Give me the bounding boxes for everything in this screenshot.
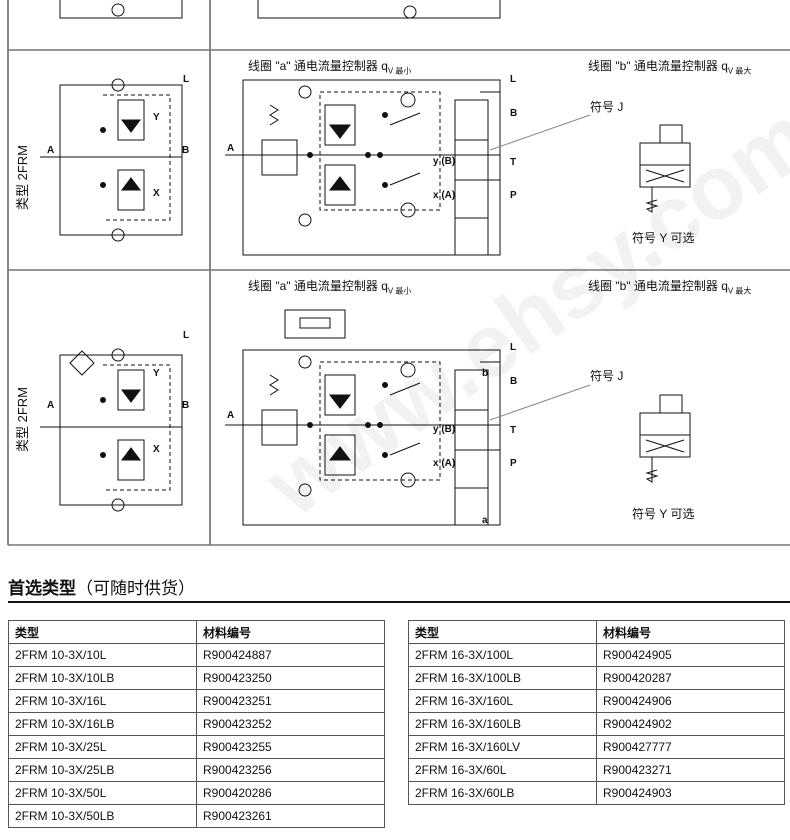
table-header-row: 类型材料编号 <box>8 620 385 644</box>
port-label: y (B) <box>433 424 456 435</box>
type-cell: 2FRM 16-3X/160L <box>408 689 597 713</box>
symbol-y-label: 符号 Y 可选 <box>632 507 695 521</box>
type-cell: 2FRM 16-3X/100L <box>408 643 597 667</box>
type-cell: 2FRM 10-3X/16L <box>8 689 197 713</box>
port-label: X <box>153 444 160 455</box>
material-number-cell: R900423271 <box>596 758 785 782</box>
coil-a-caption: 线圈 "a" 通电流量控制器 qV 最小 <box>248 279 412 296</box>
port-label: A <box>227 143 235 154</box>
material-number-cell: R900420286 <box>196 781 385 805</box>
port-label: b <box>482 368 489 379</box>
type-cell: 2FRM 16-3X/160LV <box>408 735 597 759</box>
port-label: a <box>482 515 488 526</box>
type-cell: 2FRM 10-3X/10L <box>8 643 197 667</box>
section-title: 首选类型（可随时供货） <box>8 579 195 598</box>
port-label: A <box>47 400 55 411</box>
material-number-cell: R900424903 <box>596 781 785 805</box>
symbol-j-label: 符号 J <box>590 369 624 383</box>
port-label: Y <box>153 368 160 379</box>
material-number-cell: R900424905 <box>596 643 785 667</box>
row-type-label: 类型 2FRM <box>15 144 30 210</box>
type-cell: 2FRM 16-3X/100LB <box>408 666 597 690</box>
port-label: L <box>510 342 517 353</box>
coil-b-caption: 线圈 "b" 通电流量控制器 qV 最大 <box>588 279 752 296</box>
port-label: A <box>47 145 55 156</box>
port-label: X <box>153 188 160 199</box>
material-number-cell: R900423252 <box>196 712 385 736</box>
coil-b-caption: 线圈 "b" 通电流量控制器 qV 最大 <box>588 59 752 76</box>
port-label: B <box>510 376 518 387</box>
material-number-cell: R900424887 <box>196 643 385 667</box>
port-label: B <box>182 400 190 411</box>
header-material-no: 材料编号 <box>196 620 385 644</box>
type-cell: 2FRM 16-3X/60L <box>408 758 597 782</box>
port-label: T <box>510 425 517 436</box>
row-type-label: 类型 2FRM <box>15 386 30 452</box>
type-cell: 2FRM 10-3X/50LB <box>8 804 197 828</box>
header-material-no: 材料编号 <box>596 620 785 644</box>
material-number-cell: R900423255 <box>196 735 385 759</box>
symbol-y-label: 符号 Y 可选 <box>632 231 695 245</box>
material-number-cell: R900423250 <box>196 666 385 690</box>
port-label: X <box>508 0 515 3</box>
port-label: P <box>510 190 517 201</box>
schematic-grid <box>7 0 790 546</box>
type-cell: 2FRM 10-3X/16LB <box>8 712 197 736</box>
header-type: 类型 <box>8 620 197 644</box>
material-number-cell: R900423256 <box>196 758 385 782</box>
port-label: L <box>183 330 190 341</box>
port-label: x (A) <box>433 458 456 469</box>
port-label: y (B) <box>433 156 456 167</box>
divider <box>8 601 790 603</box>
port-label: L <box>183 74 190 85</box>
material-number-cell: R900423261 <box>196 804 385 828</box>
type-cell: 2FRM 16-3X/160LB <box>408 712 597 736</box>
coil-a-caption: 线圈 "a" 通电流量控制器 qV 最小 <box>248 59 412 76</box>
symbol-j-label: 符号 J <box>590 100 624 114</box>
table-header-row: 类型材料编号 <box>408 620 785 644</box>
port-label: B <box>510 108 518 119</box>
material-number-cell: R900427777 <box>596 735 785 759</box>
type-cell: 2FRM 10-3X/25L <box>8 735 197 759</box>
type-cell: 2FRM 16-3X/60LB <box>408 781 597 805</box>
port-label: Y <box>153 112 160 123</box>
material-number-cell: R900424902 <box>596 712 785 736</box>
port-label: x (A) <box>433 190 456 201</box>
type-cell: 2FRM 10-3X/50L <box>8 781 197 805</box>
port-label: T <box>510 157 517 168</box>
material-number-cell: R900423251 <box>196 689 385 713</box>
header-type: 类型 <box>408 620 597 644</box>
port-label: P <box>510 458 517 469</box>
type-cell: 2FRM 10-3X/25LB <box>8 758 197 782</box>
port-label: B <box>182 145 190 156</box>
port-label: A <box>227 410 235 421</box>
type-cell: 2FRM 10-3X/10LB <box>8 666 197 690</box>
port-label: L <box>510 74 517 85</box>
material-number-cell: R900424906 <box>596 689 785 713</box>
material-number-cell: R900420287 <box>596 666 785 690</box>
